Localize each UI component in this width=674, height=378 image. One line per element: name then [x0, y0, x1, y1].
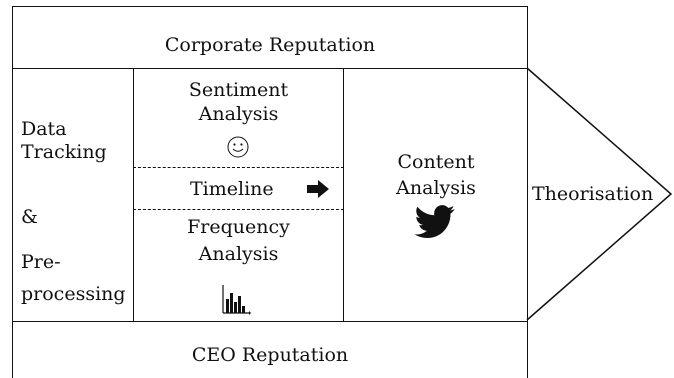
- frequency-analysis-line1: Frequency: [187, 216, 290, 238]
- ceo-reputation-label: CEO Reputation: [191, 344, 349, 366]
- sentiment-analysis-line1: Sentiment: [188, 79, 289, 101]
- twitter-bird-icon: [414, 205, 455, 238]
- smiley-icon: [227, 136, 249, 158]
- ceo-reputation-band: CEO Reputation: [12, 321, 528, 378]
- content-analysis-line1: Content: [397, 151, 475, 173]
- bar-chart-icon: [222, 285, 251, 315]
- timeline-label: Timeline: [190, 178, 274, 200]
- ampersand-label: &: [21, 206, 38, 228]
- diagram-frame: [12, 6, 528, 378]
- frequency-analysis-line2: Analysis: [198, 243, 279, 265]
- preprocessing-line2: processing: [21, 283, 126, 305]
- corporate-reputation-band: Corporate Reputation: [12, 6, 528, 69]
- theorisation-arrow: [526, 67, 673, 321]
- preprocessing-line1: Pre-: [21, 251, 61, 273]
- sentiment-analysis-line2: Analysis: [198, 103, 279, 125]
- timeline-box: [133, 167, 344, 210]
- data-tracking-line2: Tracking: [21, 141, 107, 163]
- content-analysis-line2: Analysis: [396, 177, 476, 199]
- right-arrow-icon: [307, 180, 329, 198]
- data-tracking-line1: Data: [21, 118, 67, 140]
- corporate-reputation-label: Corporate Reputation: [164, 34, 376, 56]
- theorisation-label: Theorisation: [532, 183, 654, 205]
